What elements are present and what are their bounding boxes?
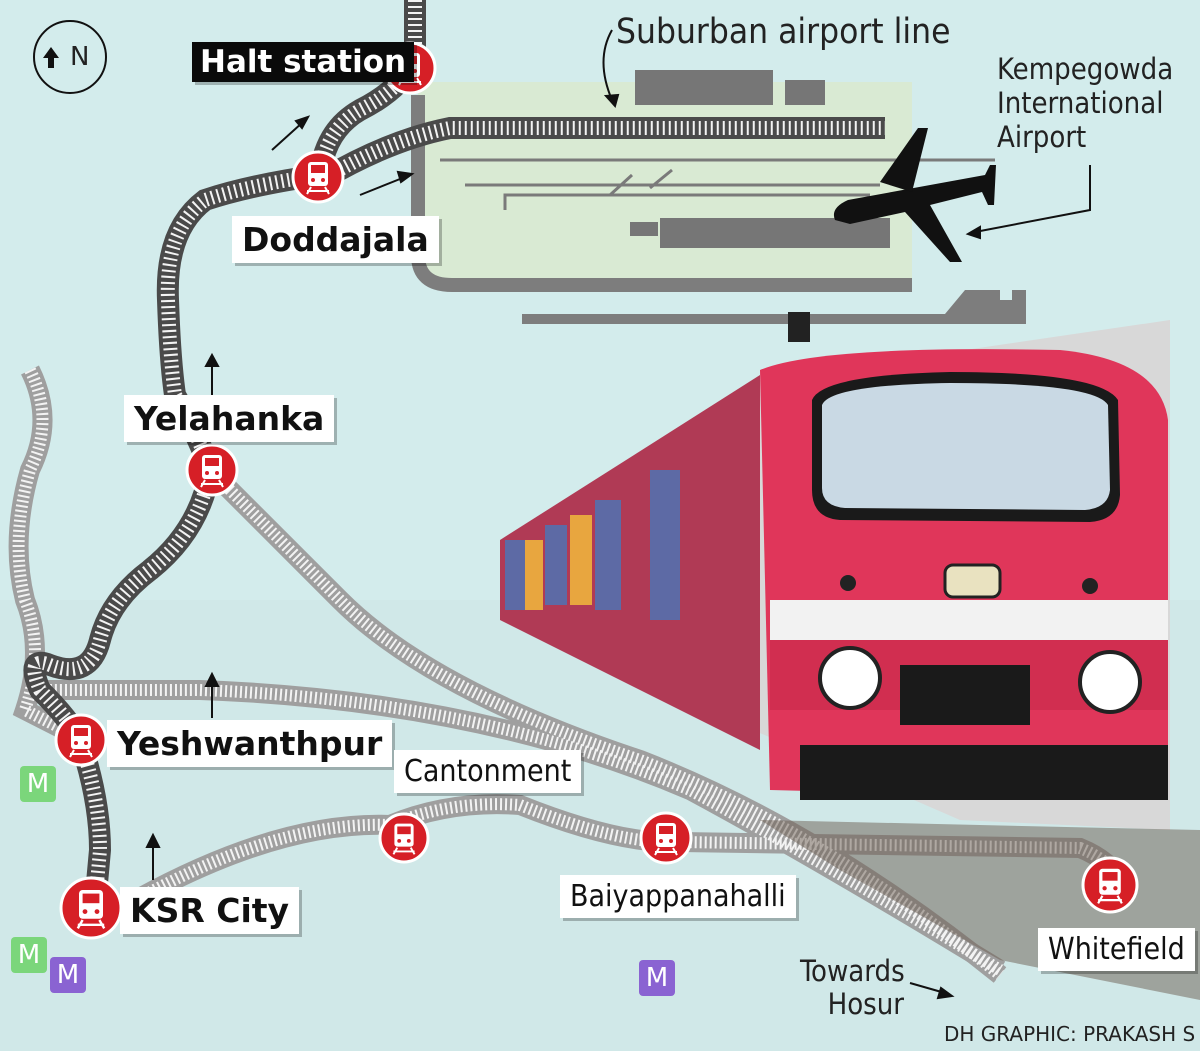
compass [33,20,107,94]
train-icon [1097,868,1123,904]
station-marker-doddajala [291,150,345,204]
terminal-annex [785,80,825,105]
airport-name: Kempegowda International Airport [997,52,1173,154]
metro-badge-green: M [20,766,56,802]
train-icon [392,823,416,855]
route-title: Suburban airport line [616,12,951,52]
compass-label: N [70,42,90,72]
metro-badge-purple: M [50,957,86,993]
towards-hosur: Towards Hosur [800,954,905,1021]
airport-name-line-2: International [997,86,1164,120]
train-icon [200,455,224,488]
station-marker-yeshwanthpur [54,713,108,767]
airport-name-line-1: Kempegowda [997,52,1174,86]
train-icon [69,725,93,758]
towards-line-2: Hosur [827,987,904,1021]
direction-arrows [145,29,1091,1000]
train-icon [654,823,678,856]
metro-badge-green: M [11,937,47,973]
halt-station-label: Halt station [192,42,415,82]
cantonment-label: Cantonment [394,750,582,793]
yeshwanthpur-label: Yeshwanthpur [107,720,393,767]
doddajala-label: Doddajala [232,216,439,263]
north-arrow-icon [43,47,59,68]
airport-name-line-3: Airport [997,120,1087,154]
station-marker-ksr-city [59,876,123,940]
metro-badge-purple: M [639,960,675,996]
baiyappanahalli-label: Baiyappanahalli [560,875,796,918]
graphic-credit: DH GRAPHIC: PRAKASH S [944,1022,1196,1046]
whitefield-label: Whitefield [1038,928,1195,971]
station-marker-yelahanka [185,443,239,497]
ksr-city-label: KSR City [120,887,300,934]
train-icon [76,890,106,929]
runway-strip [522,290,1026,324]
train-icon [306,162,330,195]
station-marker-cantonment [378,812,430,864]
towards-line-1: Towards [800,954,905,988]
airplane-icon [833,128,996,262]
station-marker-baiyappanahalli [639,811,693,865]
station-marker-whitefield [1081,856,1139,914]
terminal-building [635,70,773,105]
yelahanka-label: Yelahanka [124,395,335,442]
